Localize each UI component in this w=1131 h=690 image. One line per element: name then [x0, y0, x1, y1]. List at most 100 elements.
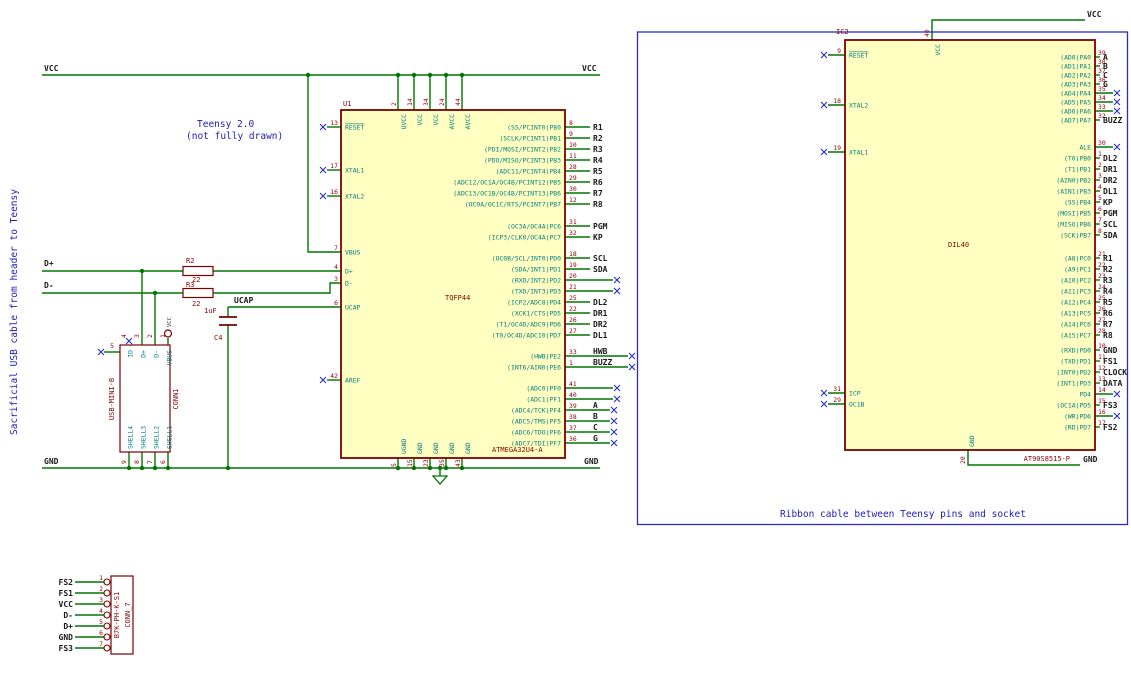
u1-pin-name: VCC — [432, 114, 440, 126]
net-label: R7 — [593, 189, 603, 198]
net-label: BUZZ — [1103, 116, 1122, 125]
no-connect-icon — [1113, 98, 1121, 106]
no-connect-icon — [820, 101, 828, 109]
u1-pin-number: 37 — [569, 424, 577, 432]
net-label: FS3 — [1103, 401, 1118, 410]
u1-pin-number: 34 — [422, 98, 430, 106]
no-connect-icon — [319, 192, 327, 200]
junction-dot — [411, 72, 417, 78]
net-label: R6 — [1103, 309, 1113, 318]
u1-pin-number: 26 — [569, 316, 577, 324]
ribbon-cable-frame — [636, 31, 1129, 526]
u1-pin-number: 32 — [569, 229, 577, 237]
conn1-ref: CONN1 — [172, 388, 180, 409]
ic2-footprint: DIL40 — [948, 241, 969, 249]
net-label: HWB — [593, 347, 608, 356]
ic2-pin-number: 24 — [1098, 283, 1106, 291]
u1-pin-name: (ICP2/ADC8)PD4 — [507, 299, 561, 307]
conn7-body — [110, 575, 134, 655]
conn1-pin-name: SHELL1 — [166, 426, 174, 449]
u1-pin-name: (SDA/INT1)PD1 — [511, 266, 561, 274]
u1-pin-number: 3 — [334, 275, 338, 283]
no-connect-icon — [820, 148, 828, 156]
net-label: GND — [1103, 346, 1118, 355]
ic2-pin-name: (MISO)PB6 — [1056, 221, 1091, 229]
ic2-pin-name: XTAL1 — [849, 149, 868, 157]
ic2-pin-number: 18 — [833, 97, 841, 105]
u1-pin-name: XTAL1 — [345, 167, 364, 175]
ic2-pin-name: (AD0)PA0 — [1060, 54, 1091, 62]
net-label: G — [1103, 80, 1108, 89]
ic2-value: AT90S8515-P — [1024, 455, 1070, 463]
net-label: GND — [59, 633, 74, 642]
no-connect-icon — [820, 389, 828, 397]
no-connect-icon — [319, 376, 327, 384]
ic2-pin-name: PD4 — [1079, 391, 1091, 399]
u1-pin-number: 17 — [330, 162, 338, 170]
ic2-pin-number: 2 — [1098, 161, 1102, 169]
conn1-pin-name: SHELL4 — [127, 426, 135, 449]
net-label: FS1 — [1103, 357, 1118, 366]
u1-pin-name: D- — [345, 280, 353, 288]
conn7-pin-number: 7 — [99, 640, 103, 648]
u1-pin-number: 8 — [569, 119, 573, 127]
u1-pin-number: 28 — [569, 163, 577, 171]
ic2-pin-name: (RD)PD7 — [1064, 424, 1091, 432]
no-connect-icon — [125, 337, 133, 345]
no-connect-icon — [1113, 89, 1121, 97]
u1-pin-name: GND — [464, 442, 472, 454]
net-label: DR1 — [593, 309, 608, 318]
u1-pin-name: (INT6/AIN0)PE6 — [507, 364, 561, 372]
no-connect-icon — [613, 395, 621, 403]
ic2-pin-name: (AD4)PA4 — [1060, 90, 1091, 98]
net-label: DL2 — [1103, 154, 1118, 163]
net-label: R1 — [593, 123, 603, 132]
conn7-pin-number: 6 — [99, 629, 103, 637]
junction-dot — [459, 72, 465, 78]
net-label: DATA — [1103, 379, 1122, 388]
wire — [967, 450, 1080, 466]
u1-footprint: TQFP44 — [445, 294, 470, 302]
c4-value: 1uF — [204, 307, 217, 315]
no-connect-icon — [628, 363, 636, 371]
u1-pin-number: 16 — [330, 188, 338, 196]
note-teensy-line2: (not fully drawn) — [186, 131, 283, 142]
net-label: G — [593, 434, 598, 443]
net-label-ucap: UCAP — [234, 296, 253, 305]
no-connect-icon — [613, 287, 621, 295]
ic2-pin-name: XTAL2 — [849, 102, 868, 110]
u1-pin-name: (ADC11/PCINT4)PB4 — [496, 168, 562, 176]
net-label: D+ — [63, 622, 73, 631]
u1-pin-name: VBUS — [345, 249, 361, 257]
ic2-pin-name: (INT1)PD3 — [1056, 380, 1091, 388]
net-label: R5 — [593, 167, 603, 176]
net-label: PGM — [593, 222, 608, 231]
net-label: R4 — [593, 156, 603, 165]
u1-pin-number: 42 — [330, 372, 338, 380]
net-label-gnd: GND — [1083, 455, 1098, 464]
u1-pin-number: 11 — [569, 152, 577, 160]
conn1-pin-number: 4 — [120, 334, 128, 338]
u1-pin-number: 21 — [569, 283, 577, 291]
r3-value: 22 — [192, 300, 200, 308]
u1-pin-number: 40 — [569, 391, 577, 399]
ic2-pin-name: (INT0)PD2 — [1056, 369, 1091, 377]
net-label: FS2 — [1103, 423, 1118, 432]
conn1-pin-name: SHELL2 — [153, 426, 161, 449]
ic2-pin-number: 7 — [1098, 216, 1102, 224]
c4-ref: C4 — [214, 334, 222, 342]
ic2-pin-number: 38 — [1098, 58, 1106, 66]
u1-pin-name: (PDO/MISO/PCINT3)PB3 — [484, 157, 561, 165]
net-label: R3 — [593, 145, 603, 154]
pin-circle — [103, 589, 111, 597]
net-label-dplus: D+ — [44, 259, 54, 268]
conn1-pin-name: D- — [153, 350, 161, 358]
u1-pin-number: 41 — [569, 380, 577, 388]
ic2-pin-number: 11 — [1098, 353, 1106, 361]
no-connect-icon — [1113, 143, 1121, 151]
u1-pin-name: (ADC4/TCK)PF4 — [511, 407, 561, 415]
u1-pin-number: 33 — [569, 348, 577, 356]
ic2-pin-number: 23 — [1098, 272, 1106, 280]
net-label: BUZZ — [593, 358, 612, 367]
ic2-pin-number: 30 — [1098, 139, 1106, 147]
